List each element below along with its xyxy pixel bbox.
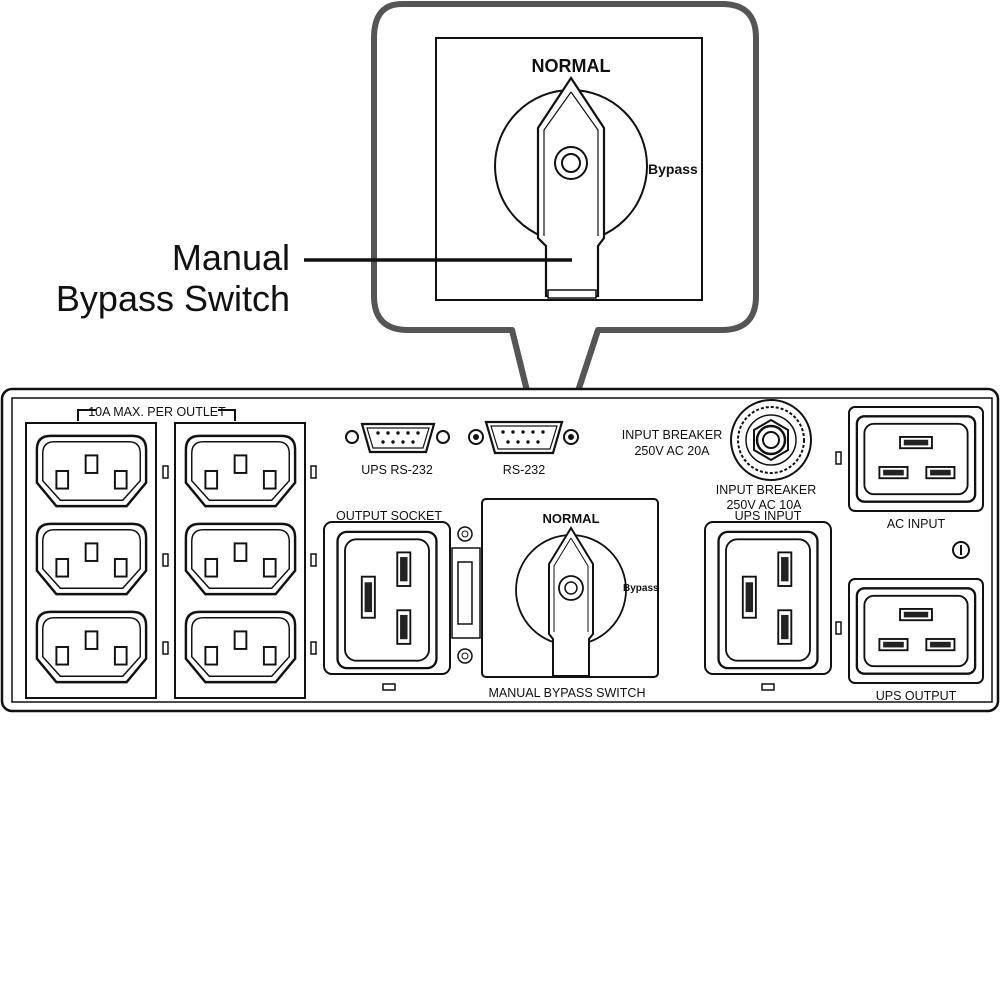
switch-bypass-label: Bypass [623,583,659,594]
c13-outlet [35,610,148,684]
switch-normal-label: NORMAL [542,511,599,526]
callout: NORMAL Bypass Manual Bypass Switch [56,1,759,483]
outlet-indicator-marks [162,465,317,655]
breaker-lower-label-line2: 250V AC 10A [726,498,802,512]
panel-inner [11,397,993,703]
input-breaker [730,399,812,481]
c19-output-socket [336,530,438,670]
ac-input-label: AC INPUT [887,517,946,531]
c19-ups-input [717,530,819,670]
rs232-right-label: RS-232 [503,463,545,477]
rear-panel: 10A MAX. PER OUTLET UPS RS-232 [0,387,1000,713]
breaker-upper-label-line1: INPUT BREAKER [622,428,723,442]
output-socket-label: OUTPUT SOCKET [336,509,442,523]
c13-outlet [184,434,297,508]
callout-bypass-label: Bypass [648,161,698,177]
indicator-marks-right [835,451,842,635]
switch-mount-bracket [451,526,481,664]
manual-bypass-switch-label: MANUAL BYPASS SWITCH [489,686,646,700]
c13-outlet [35,522,148,596]
c13-outlet [35,434,148,508]
callout-normal-label: NORMAL [532,56,611,76]
c13-outlet [184,522,297,596]
c19-ups-output [855,587,977,675]
ups-output-label: UPS OUTPUT [876,689,957,703]
ups-input-label: UPS INPUT [735,509,802,523]
rs232-port-right [468,420,579,455]
manual-bypass-switch[interactable]: NORMAL Bypass [481,498,659,678]
rs232-port-left [345,422,450,454]
c20-ac-input [855,415,977,503]
outlet-group-label: 10A MAX. PER OUTLET [88,405,226,419]
c13-outlet [184,610,297,684]
callout-title-line2: Bypass Switch [56,278,290,319]
ground-screw-icon [952,541,970,559]
callout-title-line1: Manual [172,237,290,278]
breaker-upper-label-line2: 250V AC 20A [634,444,710,458]
rs232-left-label: UPS RS-232 [361,463,433,477]
breaker-lower-label-line1: INPUT BREAKER [716,483,817,497]
